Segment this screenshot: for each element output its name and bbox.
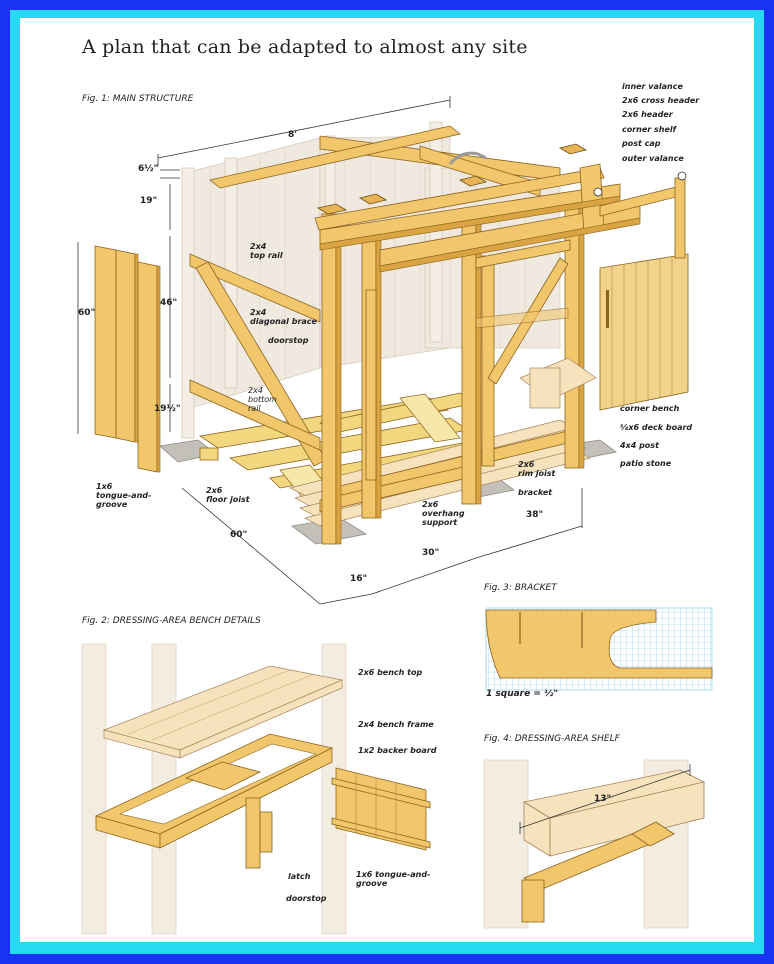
callout-deck-board: ⁵⁄₄x6 deck board xyxy=(620,423,693,432)
dim-38: 38" xyxy=(526,510,544,520)
callout-patio-stone: patio stone xyxy=(620,459,672,468)
headline: A plan that can be adapted to almost any… xyxy=(82,36,528,58)
callout-doorstop: doorstop xyxy=(268,336,309,345)
callout-cross-header: 2x6 cross header xyxy=(622,96,700,105)
callout-corner-bench: corner bench xyxy=(620,404,680,413)
callout-backer-board: 1x2 backer board xyxy=(358,746,437,755)
callout-bench-frame: 2x4 bench frame xyxy=(358,720,434,729)
dim-46: 46" xyxy=(160,298,178,308)
dim-60-left: 60" xyxy=(78,308,96,318)
callout-latch: latch xyxy=(288,872,311,881)
dim-6-5: 6½" xyxy=(138,164,159,174)
dim-width: 8' xyxy=(288,130,298,140)
illustration-page: A plan that can be adapted to almost any… xyxy=(20,18,754,942)
fig2-title: Fig. 2: DRESSING-AREA BENCH DETAILS xyxy=(82,616,261,626)
callout-inner-valance: inner valance xyxy=(622,82,683,91)
fig1-drawing xyxy=(77,96,689,605)
dim-19: 19" xyxy=(140,196,158,206)
callout-doorstop-fig2: doorstop xyxy=(286,894,327,903)
callout-t-and-g: 1x6 tongue-and-groove xyxy=(356,870,431,888)
dim-60-bottom: 60" xyxy=(230,530,248,540)
fig4-dim-13: 13" xyxy=(594,794,612,804)
dim-30: 30" xyxy=(422,548,440,558)
fig1-title: Fig. 1: MAIN STRUCTURE xyxy=(82,94,194,104)
callout-outer-valance: outer valance xyxy=(622,154,684,163)
callout-post-cap: post cap xyxy=(622,139,661,148)
callout-corner-shelf: corner shelf xyxy=(622,125,677,134)
callout-bench-top: 2x6 bench top xyxy=(358,668,423,677)
callout-header: 2x6 header xyxy=(622,110,673,119)
fig3-scale-note: 1 square = ½" xyxy=(486,689,559,699)
dim-16: 16" xyxy=(350,574,368,584)
fig3-title: Fig. 3: BRACKET xyxy=(484,583,557,593)
fig4-title: Fig. 4: DRESSING-AREA SHELF xyxy=(484,734,620,744)
callout-4x4-post: 4x4 post xyxy=(620,441,659,450)
callout-bracket: bracket xyxy=(518,488,553,497)
dim-19-5: 19½" xyxy=(154,404,181,414)
